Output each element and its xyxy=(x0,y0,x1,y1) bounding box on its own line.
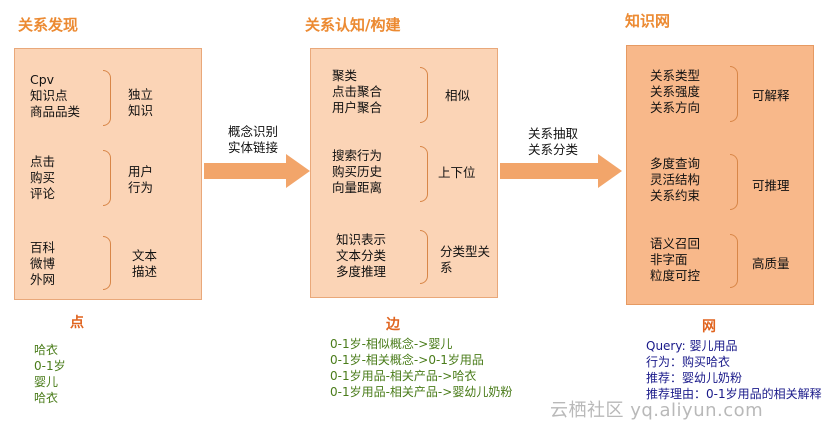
group-items: 知识表示 文本分类 多度推理 xyxy=(336,232,387,279)
stage-box-knowledge-net xyxy=(626,45,814,305)
sub-title-net: 网 xyxy=(702,319,716,335)
group-items: 关系类型 关系强度 关系方向 xyxy=(650,68,701,115)
examples-edges: 0-1岁-相似概念->婴儿 0-1岁-相关概念->0-1岁用品 0-1岁用品-相… xyxy=(330,337,513,399)
examples-points: 哈衣 0-1岁 婴儿 哈衣 xyxy=(34,343,66,405)
examples-net: Query: 婴儿用品 行为：购买哈衣 推荐：婴幼儿奶粉 推荐理由：0-1岁用品… xyxy=(646,339,822,401)
stage-title-discovery: 关系发现 xyxy=(18,16,79,34)
group-items: 语义召回 非字面 粒度可控 xyxy=(650,236,701,283)
group-items: 百科 微博 外网 xyxy=(30,240,56,287)
brace-icon xyxy=(103,150,111,206)
stage-box-construction xyxy=(310,48,498,298)
group-label: 文本 描述 xyxy=(132,248,158,279)
brace-icon xyxy=(730,66,738,122)
group-label: 相似 xyxy=(445,88,471,103)
watermark-text: 云栖社区 yq.aliyun.com xyxy=(550,400,764,421)
sub-title-point: 点 xyxy=(70,315,84,331)
group-items: 聚类 点击聚合 用户聚合 xyxy=(332,68,383,115)
stage-box-discovery xyxy=(14,48,202,300)
arrow-right-icon xyxy=(500,154,622,188)
group-label: 可解释 xyxy=(752,88,790,103)
arrow-label-entity-linking: 概念识别 实体链接 xyxy=(227,124,278,155)
group-items: 多度查询 灵活结构 关系约束 xyxy=(650,156,701,203)
group-items: Cpv 知识点 商品品类 xyxy=(30,72,81,119)
group-label: 高质量 xyxy=(752,256,790,271)
arrow-label-relation-extraction: 关系抽取 关系分类 xyxy=(527,126,578,157)
brace-icon xyxy=(730,234,738,288)
sub-title-edge: 边 xyxy=(386,317,400,333)
group-items: 点击 购买 评论 xyxy=(30,154,56,201)
brace-icon xyxy=(103,70,111,126)
stage-title-knowledge-net: 知识网 xyxy=(625,12,671,30)
brace-icon xyxy=(103,236,111,290)
arrow-right-icon xyxy=(204,154,310,188)
brace-icon xyxy=(420,146,428,202)
group-label: 分类型关 系 xyxy=(440,244,491,275)
group-label: 上下位 xyxy=(438,165,476,180)
group-label: 可推理 xyxy=(752,178,790,193)
group-label: 独立 知识 xyxy=(128,87,154,118)
stage-title-construction: 关系认知/构建 xyxy=(305,16,401,34)
group-items: 搜索行为 购买历史 向量距离 xyxy=(332,148,383,195)
brace-icon xyxy=(730,154,738,210)
brace-icon xyxy=(420,230,428,284)
group-label: 用户 行为 xyxy=(128,164,154,195)
brace-icon xyxy=(420,67,428,123)
